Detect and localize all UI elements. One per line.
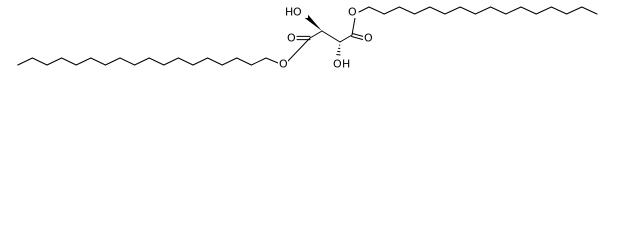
upper-alkyl-chain-bond-11	[505, 6, 522, 15]
ester-bond-lower	[287, 37, 311, 62]
ester-oxygen-upper-label: O	[348, 6, 357, 19]
lower-alkyl-chain-bond-2	[250, 57, 267, 66]
upper-alkyl-chain-bond-6	[429, 6, 446, 15]
carbonyl-double-bond-right-b	[351, 32, 364, 37]
lower-alkyl-chain-bond-13	[90, 57, 106, 66]
carbonyl-double-bond-right-a	[351, 36, 364, 41]
core-bond-c2-c3	[321, 30, 341, 43]
lower-alkyl-chain-bond-8	[163, 57, 179, 66]
upper-alkyl-chain-bond-3	[383, 6, 400, 15]
upper-alkyl-chain-bond-10	[490, 6, 507, 15]
oh1-hydrogen-label: H	[285, 6, 293, 19]
upper-alkyl-chain-bond-15	[566, 6, 583, 15]
stereo-bond-oh1	[304, 14, 322, 31]
ester-oxygen-lower-label: O	[279, 58, 288, 71]
lower-alkyl-chain-bond-6	[192, 57, 209, 66]
lower-alkyl-chain-bond-17	[31, 57, 48, 66]
upper-alkyl-chain-bond-7	[444, 6, 461, 15]
lower-alkyl-chain-bond-18	[17, 57, 33, 66]
lower-alkyl-chain-bond-3	[236, 57, 252, 66]
upper-alkyl-chain-bond-13	[535, 6, 552, 15]
lower-alkyl-chain-bond-7	[177, 57, 194, 66]
lower-alkyl-chain-bond-11	[119, 57, 136, 66]
atom-label-layer: H O O O O O O H	[278, 5, 373, 71]
lower-alkyl-chain-bond-9	[148, 57, 165, 66]
upper-alkyl-chain-bond-5	[414, 6, 431, 15]
lower-alkyl-chain-bond-12	[104, 57, 121, 66]
o2-label-bg	[347, 5, 357, 18]
lower-alkyl-chain-bond-14	[75, 57, 92, 66]
lower-alkyl-chain-bond-15	[61, 57, 77, 66]
oh1-label-bg	[284, 5, 308, 18]
upper-alkyl-chain-bond-16	[581, 6, 598, 15]
oh2-label-bg	[332, 57, 356, 70]
lower-alkyl-chain-bond-10	[134, 57, 150, 66]
skeletal-formula: H O O O O O O H	[17, 5, 598, 71]
oh2-hydrogen-label: H	[342, 58, 350, 71]
ester-bond-upper	[351, 17, 356, 36]
lower-alkyl-chain-bond-1	[265, 57, 279, 64]
upper-alkyl-chain-bond-12	[520, 6, 537, 15]
core-bond-c1-c2	[309, 30, 323, 39]
upper-alkyl-chain-bond-4	[398, 6, 416, 15]
o1-label-bg	[278, 57, 288, 70]
upper-alkyl-chain-bond-14	[550, 6, 568, 15]
carbonyl-oxygen-left-label: O	[287, 32, 296, 45]
upper-alkyl-chain-bond-9	[474, 6, 492, 15]
bond-layer	[17, 6, 598, 66]
stereo-bond-oh2-4	[336, 54, 341, 56]
upper-alkyl-chain-bond-1	[358, 6, 370, 13]
oh1-oxygen-label: O	[293, 6, 302, 19]
carbonyl-oxygen-right-label: O	[364, 32, 373, 45]
lower-alkyl-chain-bond-16	[46, 57, 63, 66]
o3-label-bg	[286, 31, 296, 44]
lower-alkyl-chain-bond-5	[207, 57, 223, 66]
oh2-oxygen-label: O	[333, 58, 342, 71]
upper-alkyl-chain-bond-2	[368, 6, 385, 15]
core-bond-c3-c4	[339, 34, 353, 43]
o4-label-bg	[363, 31, 373, 44]
lower-alkyl-chain-bond-4	[221, 57, 238, 66]
upper-alkyl-chain-bond-8	[459, 6, 476, 15]
